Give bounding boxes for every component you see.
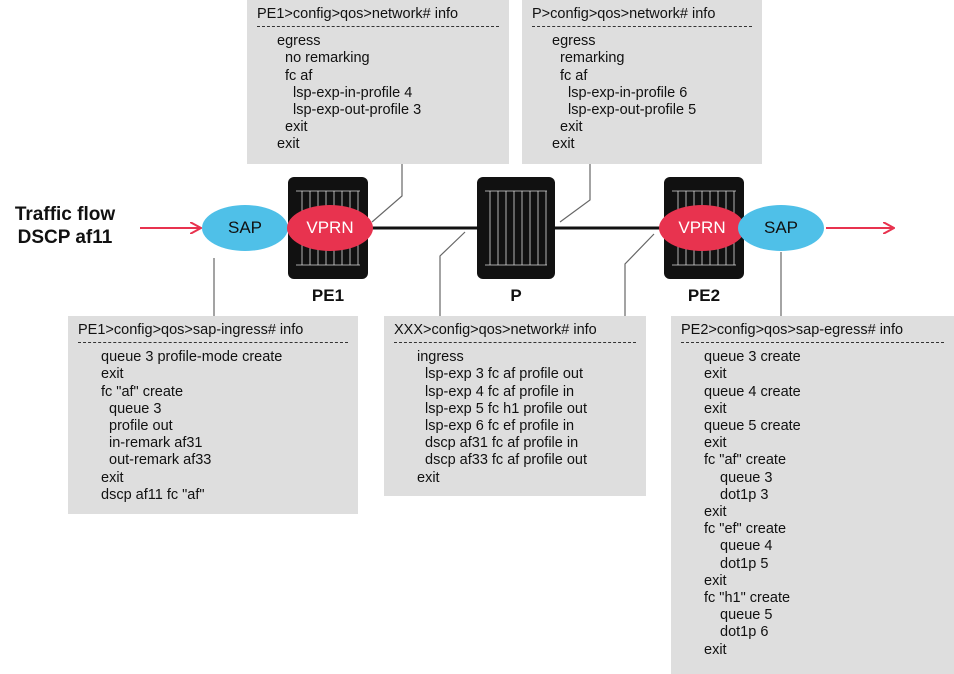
config-line: dot1p 3	[720, 486, 769, 503]
config-line: dscp af11 fc "af"	[101, 486, 205, 503]
config-box-divider	[78, 342, 348, 344]
config-box-title: PE1>config>qos>sap-ingress# info	[78, 322, 304, 338]
config-line: exit	[552, 136, 575, 153]
config-line: dscp af31 fc af profile in	[425, 435, 579, 452]
config-line: exit	[101, 366, 124, 383]
sap-left: SAP	[202, 205, 288, 251]
sap-right: SAP	[738, 205, 824, 251]
config-box-divider	[532, 26, 752, 28]
config-line: lsp-exp-out-profile 3	[293, 102, 422, 119]
leader-xxx-network-2	[624, 233, 655, 316]
config-line: fc "af" create	[101, 383, 184, 400]
config-line: queue 3 create	[704, 349, 801, 366]
config-line: dscp af33 fc af profile out	[425, 452, 588, 469]
traffic-flow-label: Traffic flow DSCP af11	[0, 203, 130, 249]
config-line: queue 5	[720, 607, 773, 624]
config-line: queue 5 create	[704, 418, 801, 435]
config-line: in-remark af31	[109, 435, 203, 452]
pe1-label: PE1	[311, 286, 345, 305]
config-line: queue 3 profile-mode create	[101, 349, 283, 366]
config-line: queue 3	[109, 400, 162, 417]
config-line: queue 4 create	[704, 383, 801, 400]
vprn-left: VPRN	[287, 205, 373, 251]
config-line: lsp-exp 5 fc h1 profile out	[425, 400, 588, 417]
config-line: egress	[277, 33, 321, 50]
config-line: queue 3	[720, 469, 773, 486]
config-line: exit	[101, 469, 124, 486]
pe2-sap-egress-config: PE2>config>qos>sap-egress# info queue 3 …	[671, 316, 954, 674]
config-line: fc "ef" create	[704, 521, 787, 538]
config-line: exit	[704, 572, 727, 589]
config-line: lsp-exp-in-profile 4	[293, 84, 413, 101]
config-line: exit	[285, 119, 308, 136]
config-line: exit	[704, 400, 727, 417]
config-line: remarking	[560, 50, 625, 67]
config-line: queue 4	[720, 538, 773, 555]
p-router	[477, 177, 555, 279]
config-line: fc af	[285, 67, 313, 84]
config-line: lsp-exp-in-profile 6	[568, 84, 688, 101]
config-box-title: PE2>config>qos>sap-egress# info	[681, 322, 904, 338]
router-grille	[485, 190, 547, 266]
config-box-divider	[681, 342, 944, 344]
vprn-right: VPRN	[659, 205, 745, 251]
config-line: lsp-exp 4 fc af profile in	[425, 383, 575, 400]
config-line: exit	[704, 366, 727, 383]
config-box-title: PE1>config>qos>network# info	[257, 6, 459, 22]
config-line: ingress	[417, 349, 464, 366]
config-line: dot1p 6	[720, 624, 769, 641]
leader-xxx-network	[439, 231, 466, 316]
config-line: fc "h1" create	[704, 590, 791, 607]
config-line: exit	[560, 119, 583, 136]
config-line: exit	[704, 435, 727, 452]
config-line: profile out	[109, 418, 173, 435]
config-line: no remarking	[285, 50, 370, 67]
config-line: exit	[417, 469, 440, 486]
pe2-label: PE2	[687, 286, 721, 305]
pe1-sap-ingress-config: PE1>config>qos>sap-ingress# info queue 3…	[68, 316, 358, 514]
config-box-title: XXX>config>qos>network# info	[394, 322, 597, 338]
config-line: lsp-exp-out-profile 5	[568, 102, 697, 119]
config-line: fc "af" create	[704, 452, 787, 469]
traffic-flow-line2: DSCP af11	[17, 227, 113, 248]
leader-pe1-network	[371, 164, 403, 223]
config-line: exit	[704, 641, 727, 658]
traffic-flow-line1: Traffic flow	[14, 204, 116, 225]
config-line: exit	[277, 136, 300, 153]
config-line: lsp-exp 6 fc ef profile in	[425, 418, 575, 435]
config-line: egress	[552, 33, 596, 50]
config-line: exit	[704, 504, 727, 521]
leader-p-network	[559, 164, 591, 223]
config-box-divider	[394, 342, 636, 344]
p-label: P	[510, 286, 522, 305]
config-line: out-remark af33	[109, 452, 212, 469]
config-box-title: P>config>qos>network# info	[532, 6, 716, 22]
config-line: dot1p 5	[720, 555, 769, 572]
config-line: lsp-exp 3 fc af profile out	[425, 366, 583, 383]
config-box-divider	[257, 26, 499, 28]
config-line: fc af	[560, 67, 588, 84]
